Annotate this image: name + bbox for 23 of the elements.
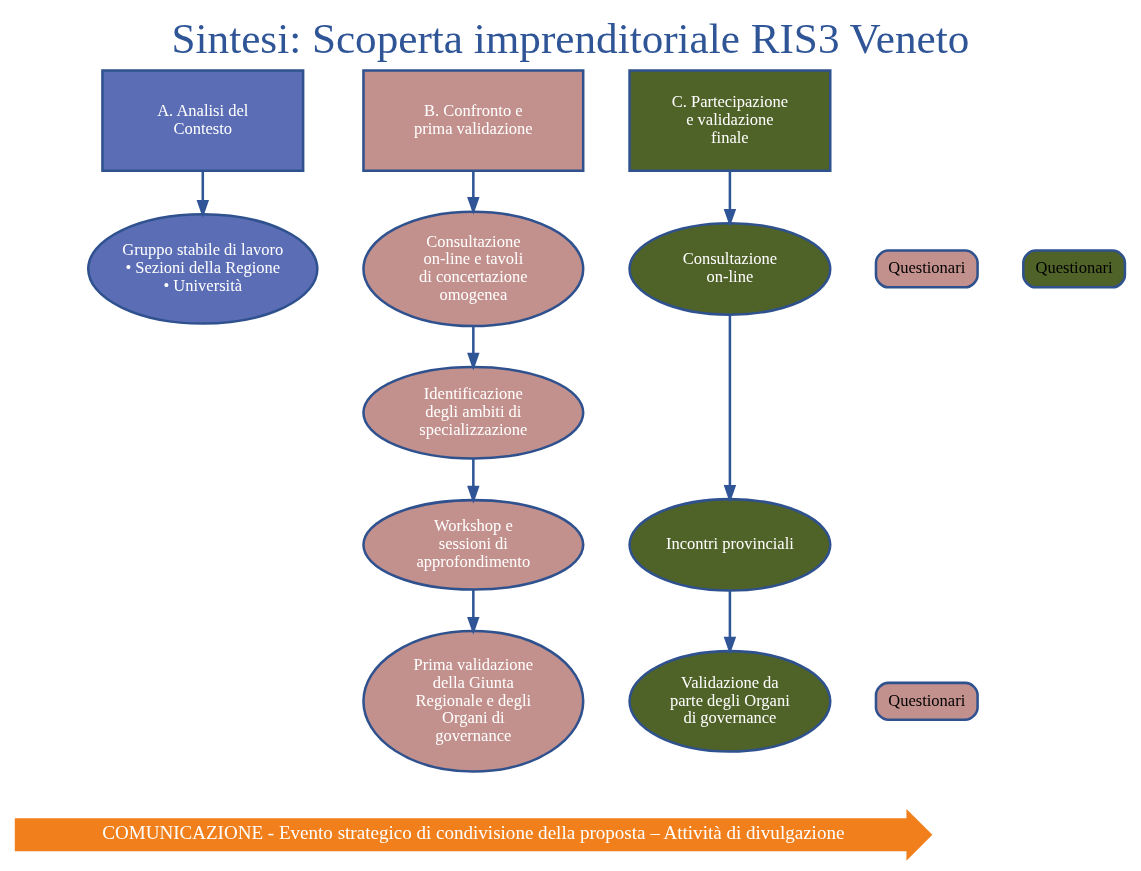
arrow xyxy=(723,170,737,227)
arrow xyxy=(467,589,480,635)
node-box: B. Confronto e prima validazione xyxy=(362,69,585,173)
node-box: C. Partecipazione e validazione finale xyxy=(628,69,832,173)
arrow xyxy=(723,314,737,503)
node-ellipse: Identificazione degli ambiti di specializzazione xyxy=(362,365,585,460)
node-ellipse: Consultazione on-line e tavoli di concertazione omogenea xyxy=(362,210,585,328)
arrow xyxy=(196,170,210,218)
node-ellipse: Gruppo stabile di lavoro • Sezioni della Regione • Università xyxy=(87,213,319,325)
arrow xyxy=(467,458,480,504)
arrow xyxy=(723,590,737,655)
arrow xyxy=(467,170,480,215)
diagram-title: Sintesi: Scoperta imprenditoriale RIS3 Veneto xyxy=(171,14,970,62)
node-box: Questionari xyxy=(874,249,979,289)
arrow xyxy=(467,326,480,371)
node-box: Questionari xyxy=(1022,249,1127,289)
node-box: A. Analisi del Contesto xyxy=(101,69,305,173)
node-box: Questionari xyxy=(874,681,979,721)
node-ellipse: Prima validazione della Giunta Regionale e degli Organi di governance xyxy=(362,629,585,773)
node-ellipse: Incontri provinciali xyxy=(628,497,832,592)
node-ellipse: Workshop e sessioni di approfondimento xyxy=(362,498,585,591)
node-ellipse: Validazione da parte degli Organi di governance xyxy=(628,649,832,753)
node-ellipse: Consultazione on-line xyxy=(628,221,832,316)
